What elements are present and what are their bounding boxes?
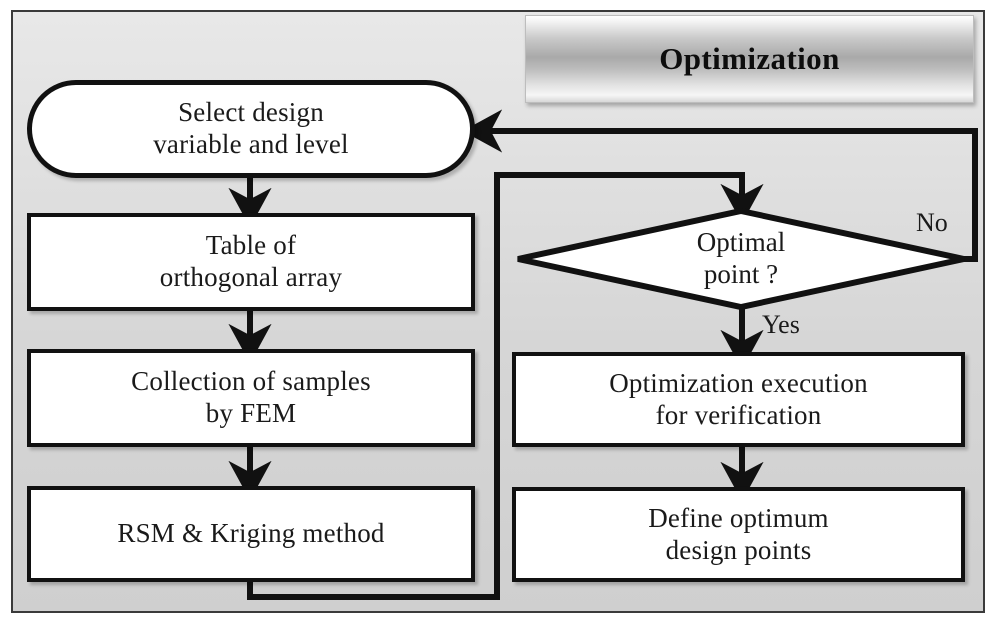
diamond-shape (517, 207, 965, 311)
node-label-line2: design points (665, 534, 812, 565)
node-label-line1: Select design (178, 97, 324, 128)
node-label-line1: Optimal (696, 227, 786, 258)
node-optimization-execution-for-verification[interactable]: Optimization execution for verification (512, 352, 965, 447)
node-collection-of-samples-by-fem[interactable]: Collection of samples by FEM (27, 349, 475, 447)
node-label: Optimization execution for verification (599, 368, 878, 432)
node-label: Select design variable and level (143, 97, 359, 161)
node-label: Table of orthogonal array (150, 230, 352, 294)
node-define-optimum-design-points[interactable]: Define optimum design points (512, 487, 965, 582)
page-title: Optimization (659, 41, 840, 76)
node-rsm-and-kriging-method[interactable]: RSM & Kriging method (27, 486, 475, 582)
edge-label-yes: Yes (762, 310, 800, 339)
node-label-line2: variable and level (153, 129, 349, 159)
node-select-design-variable[interactable]: Select design variable and level (27, 80, 475, 178)
node-label-line1: Collection of samples (131, 366, 371, 397)
optimization-header-plaque: Optimization (525, 15, 974, 103)
node-label-line2: orthogonal array (159, 262, 343, 292)
node-label-line1: Table of (205, 230, 297, 261)
node-label: RSM & Kriging method (107, 518, 394, 550)
node-label-line2: for verification (655, 399, 822, 430)
edge-label-no: No (916, 208, 948, 237)
node-label: Optimal point ? (515, 208, 967, 310)
node-label: Define optimum design points (638, 503, 839, 567)
node-label: Collection of samples by FEM (121, 366, 381, 430)
node-table-of-orthogonal-array[interactable]: Table of orthogonal array (27, 213, 475, 311)
node-label-line1: RSM & Kriging method (117, 518, 385, 549)
node-optimal-point-decision[interactable]: Optimal point ? (515, 207, 967, 311)
node-label-line2: by FEM (205, 398, 297, 428)
node-label-line2: point ? (703, 259, 779, 289)
node-label-line1: Optimization execution (609, 367, 868, 398)
node-label-line1: Define optimum (648, 502, 829, 533)
